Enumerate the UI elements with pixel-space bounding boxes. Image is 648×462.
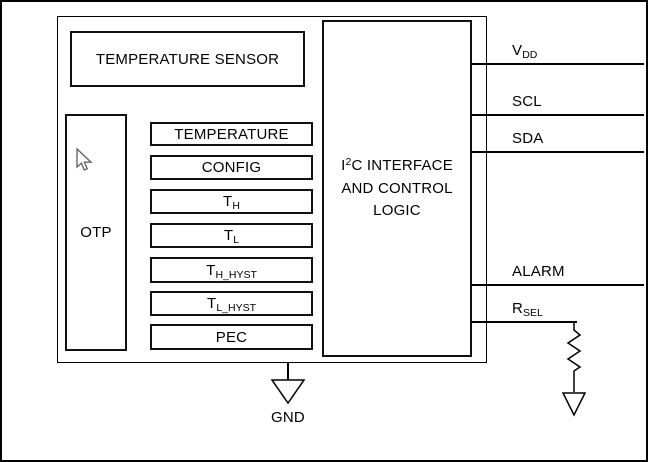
- chip-outline: [57, 16, 487, 363]
- register-th: TH: [150, 189, 313, 214]
- register-temperature: TEMPERATURE: [150, 122, 313, 146]
- pin-label-sda: SDA: [512, 130, 544, 147]
- register-config-label: CONFIG: [201, 159, 262, 176]
- register-temperature-label: TEMPERATURE: [174, 125, 289, 143]
- gnd-wire: [287, 363, 289, 380]
- otp-label: OTP: [80, 224, 112, 241]
- rsel-wire: [472, 321, 577, 323]
- register-tl-hyst-label: TL_HYST: [206, 295, 257, 314]
- rsel-ground-symbol: [561, 392, 587, 417]
- mouse-cursor-icon: [76, 148, 93, 171]
- gnd-ground-symbol: [270, 379, 306, 405]
- i2c-label-line2: AND CONTROL: [341, 180, 453, 197]
- register-pec: PEC: [150, 324, 313, 350]
- alarm-wire: [472, 284, 644, 286]
- temperature-sensor-label: TEMPERATURE SENSOR: [95, 50, 280, 68]
- register-tl: TL: [150, 223, 313, 248]
- register-th-hyst-label: TH_HYST: [206, 261, 257, 281]
- gnd-label: GND: [271, 409, 305, 426]
- pin-label-scl: SCL: [512, 93, 542, 110]
- register-tl-hyst: TL_HYST: [150, 291, 313, 316]
- i2c-interface-label: I2C INTERFACE AND CONTROL LOGIC: [341, 155, 453, 222]
- rsel-resistor: [561, 322, 587, 417]
- pin-label-rsel: RSEL: [512, 300, 543, 319]
- i2c-label-line1: I2C INTERFACE: [341, 156, 453, 174]
- pin-label-vdd: VDD: [512, 42, 538, 61]
- pin-label-alarm: ALARM: [512, 263, 565, 280]
- i2c-label-line3: LOGIC: [373, 202, 421, 219]
- register-th-label: TH: [223, 193, 240, 212]
- register-tl-label: TL: [223, 227, 240, 246]
- scl-wire: [472, 114, 644, 116]
- register-config: CONFIG: [150, 155, 313, 180]
- i2c-interface-block: I2C INTERFACE AND CONTROL LOGIC: [322, 20, 472, 357]
- register-pec-label: PEC: [215, 328, 248, 346]
- vdd-wire: [472, 63, 644, 65]
- temperature-sensor-block: TEMPERATURE SENSOR: [70, 31, 305, 87]
- register-th-hyst: TH_HYST: [150, 257, 313, 283]
- sda-wire: [472, 151, 644, 153]
- otp-block: OTP: [65, 114, 127, 351]
